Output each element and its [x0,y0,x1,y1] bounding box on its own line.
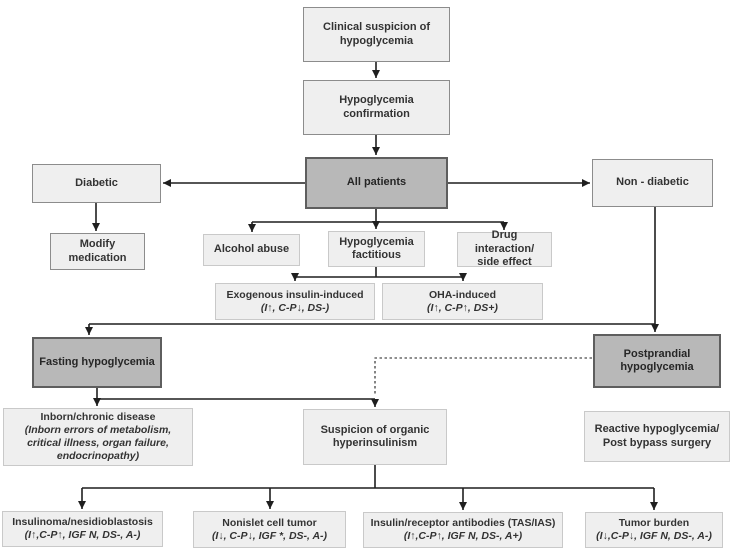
node-label: Modify medication [68,238,127,264]
node-lab-values: (I↑, C-P↓, DS-) [260,301,330,314]
node-fasting-hypoglycemia: Fasting hypoglycemia [32,337,162,388]
node-label: Insulin/receptor antibodies (TAS/IAS) [370,517,556,530]
node-label: Clinical suspicion of hypoglycemia [323,21,430,47]
node-lab-values: (I↓,C-P↓, IGF N, DS-, A-) [596,530,712,542]
node-label: Hypoglycemia confirmation [339,94,414,120]
node-lab-values: (I↑,C-P↑, IGF N, DS-, A-) [24,529,141,541]
node-detail: (Inborn errors of metabolism, critical i… [24,424,172,462]
node-lab-values: (I↑,C-P↑, IGF N, DS-, A+) [403,530,523,542]
node-reactive-hypoglycemia: Reactive hypoglycemia/ Post bypass surge… [584,411,730,462]
node-label: Non - diabetic [616,176,689,189]
node-label: Reactive hypoglycemia/ Post bypass surge… [594,423,720,449]
node-label: Nonislet cell tumor [222,516,317,529]
node-label: Suspicion of organic hyperinsulinism [320,423,430,449]
node-tumor-burden: Tumor burden (I↓,C-P↓, IGF N, DS-, A-) [585,512,723,548]
node-label: Drug interaction/ side effect [474,229,535,269]
node-label: Tumor burden [618,517,690,530]
node-lab-values: (I↑, C-P↑, DS+) [427,301,498,314]
node-label: Postprandial hypoglycemia [620,347,694,373]
node-drug-interaction: Drug interaction/ side effect [457,229,552,269]
node-label: Inborn/chronic disease [40,411,156,424]
node-alcohol-abuse: Alcohol abuse [203,234,300,266]
node-modify-medication: Modify medication [50,233,145,270]
node-label: Diabetic [75,176,118,189]
node-label: Fasting hypoglycemia [39,355,155,368]
node-suspicion-organic-hyperinsulinism: Suspicion of organic hyperinsulinism [303,409,447,465]
node-inborn-chronic-disease: Inborn/chronic disease (Inborn errors of… [3,408,193,466]
node-label: All patients [346,176,407,189]
node-oha-induced: OHA-induced (I↑, C-P↑, DS+) [382,283,543,320]
node-hypoglycemia-confirmation: Hypoglycemia confirmation [303,80,450,135]
node-nonislet-cell-tumor: Nonislet cell tumor (I↓, C-P↓, IGF *, DS… [193,511,346,548]
node-all-patients: All patients [305,157,448,209]
node-label: Alcohol abuse [213,243,290,256]
node-label: Exogenous insulin-induced [226,288,364,301]
node-lab-values: (I↓, C-P↓, IGF *, DS-, A-) [211,529,328,542]
node-insulinoma-nesidioblastosis: Insulinoma/nesidioblastosis (I↑,C-P↑, IG… [2,511,163,547]
node-postprandial-hypoglycemia: Postprandial hypoglycemia [593,334,721,388]
node-label: OHA-induced [428,288,497,301]
node-clinical-suspicion: Clinical suspicion of hypoglycemia [303,7,450,62]
node-label: Insulinoma/nesidioblastosis [12,516,153,529]
node-hypoglycemia-factitious: Hypoglycemia factitious [328,231,425,267]
node-non-diabetic: Non - diabetic [592,159,713,207]
node-exogenous-insulin-induced: Exogenous insulin-induced (I↑, C-P↓, DS-… [215,283,375,320]
node-insulin-receptor-antibodies: Insulin/receptor antibodies (TAS/IAS) (I… [363,512,563,548]
node-label: Hypoglycemia factitious [339,235,414,261]
node-diabetic: Diabetic [32,164,161,203]
